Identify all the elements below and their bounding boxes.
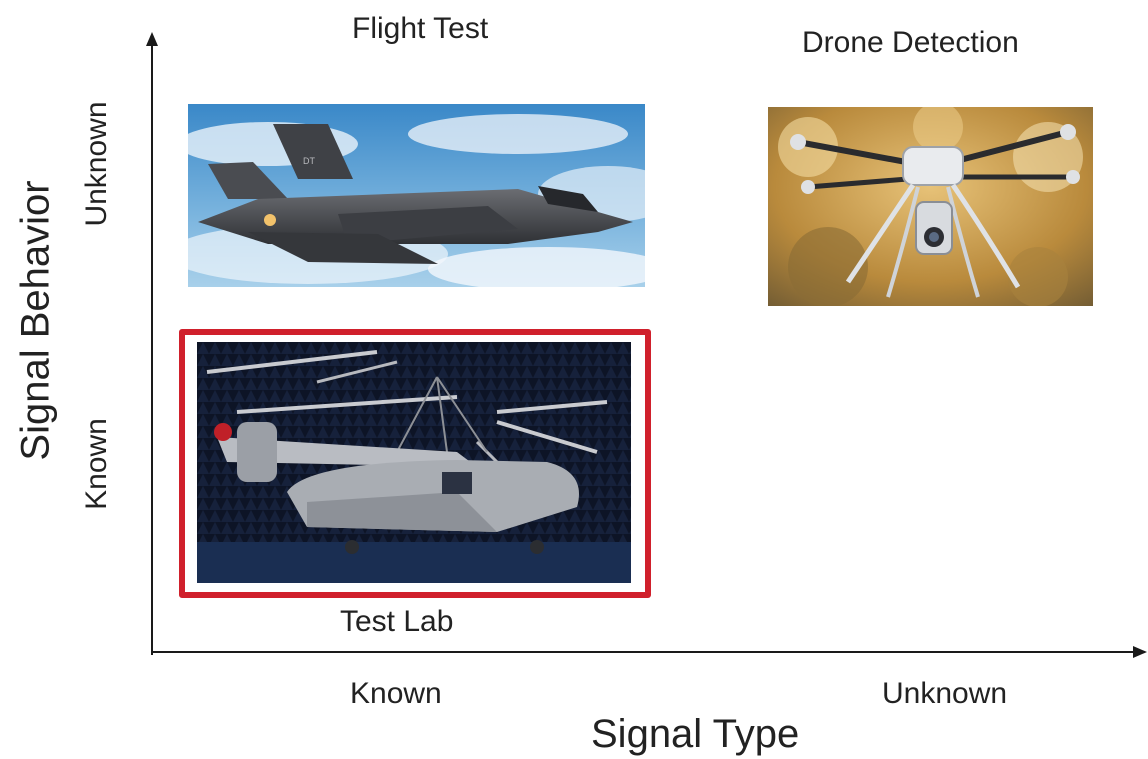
x-tick-known: Known	[350, 677, 442, 710]
x-axis-arrowhead	[1133, 646, 1147, 658]
y-axis-title: Signal Behavior	[13, 180, 58, 461]
drone-photo	[768, 107, 1093, 306]
x-tick-unknown: Unknown	[882, 677, 1008, 710]
quadrant-label-test-lab: Test Lab	[340, 605, 454, 638]
y-tick-unknown-wrapper: Unknown	[77, 90, 117, 240]
y-tick-known: Known	[80, 418, 113, 510]
tiltrotor-photo	[197, 342, 631, 583]
quadrant-label-flight-test: Flight Test	[352, 12, 489, 45]
fighter-jet-photo: DT	[188, 104, 645, 287]
y-axis-arrowhead	[146, 32, 158, 46]
svg-text:DT: DT	[303, 156, 315, 166]
y-tick-known-wrapper: Known	[77, 400, 117, 530]
quadrant-label-drone-detection: Drone Detection	[802, 26, 1019, 59]
y-axis-title-wrapper: Signal Behavior	[14, 150, 58, 490]
y-tick-unknown: Unknown	[80, 101, 113, 227]
x-axis-title: Signal Type	[591, 712, 800, 756]
